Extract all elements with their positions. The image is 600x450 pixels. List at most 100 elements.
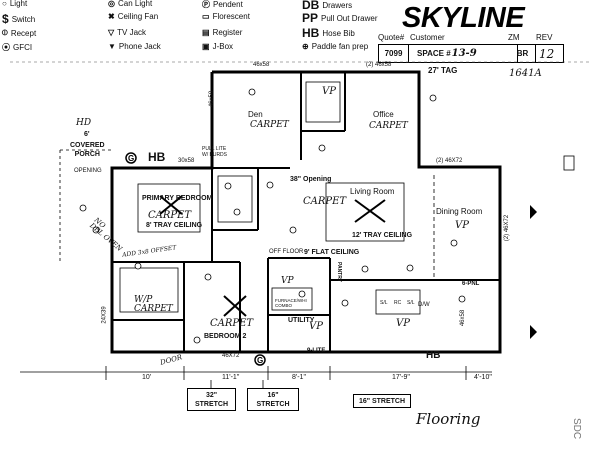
porch-hd: HD [76, 118, 92, 128]
note-tray8: 8' TRAY CEILING [146, 222, 203, 229]
hand-vp-kitchen: VP [396, 318, 410, 329]
legend-pendent: Ⓟ Pendent [202, 0, 243, 9]
legend-drawers: DB Drawers [302, 0, 353, 12]
legend-gfci: ⦿ GFCI [2, 43, 33, 52]
br-field: BR [510, 45, 536, 62]
legend-can-light: ◎ Can Light [108, 0, 153, 8]
legend-recept: ⦶ Recept [2, 28, 37, 38]
hand-vp-utility: VP [309, 321, 323, 332]
hand-vp-bath: VP [281, 276, 294, 286]
note-off-floor: OFF FLOOR [269, 249, 304, 255]
window-label-3: (2) 46x58 [366, 62, 392, 68]
dim-5: 4'-10" [474, 374, 492, 381]
drawers-icon: DB [302, 0, 320, 12]
j-box-icon: ▣ [202, 42, 210, 51]
interior-walls [112, 72, 500, 352]
dim-2: 11'-1" [222, 374, 240, 381]
pendent-icon: Ⓟ [202, 0, 210, 9]
room-bedroom2: BEDROOM 2 [204, 333, 247, 340]
dim-3: 8'-1" [292, 374, 306, 381]
ceiling-fan-icon [159, 195, 386, 317]
phone-jack-icon: ▼ [108, 42, 116, 51]
pull-out-drawer-icon: PP [302, 11, 319, 25]
window-label-9: 24X39 [101, 306, 108, 324]
arrow-icon [530, 205, 537, 339]
note-9lite: 9-LITE [307, 348, 326, 354]
legend-phone-jack: ▼ Phone Jack [108, 42, 161, 51]
header-labels: Quote# Customer ZM REV [378, 33, 553, 42]
note-flat: 9' FLAT CEILING [304, 249, 360, 256]
skylight-1: S/L [380, 300, 388, 306]
window-label-2: 46x58 [209, 90, 216, 108]
hand-wip-carpet: W/P CARPET [134, 295, 173, 314]
tv-jack-icon: ▽ [108, 28, 115, 37]
legend-ceiling-fan: ✖ Ceiling Fan [108, 12, 159, 21]
space-field: SPACE # 13-9 [409, 45, 518, 62]
ceiling-fan-icon: ✖ [108, 12, 115, 21]
note-tray12: 12' TRAY CEILING [352, 232, 413, 239]
rev-handwritten: 12 [539, 46, 555, 61]
legend-tv-jack: ▽ TV Jack [108, 28, 147, 37]
skylight-rc: RC [394, 300, 402, 306]
note-6pnl: 6-PNL [462, 281, 480, 287]
note-opening: OPENING [74, 168, 102, 174]
light-icon: ○ [2, 0, 7, 8]
hose-bib-icon: HB [302, 26, 320, 40]
room-office: Office [373, 110, 394, 119]
stretch-box-3: 16" STRETCH [353, 394, 411, 408]
hand-carpet-primary: CARPET [148, 210, 192, 221]
legend-register: ▤ Register [202, 28, 243, 37]
hand-carpet-den: CARPET [250, 120, 289, 130]
room-living: Living Room [350, 187, 395, 196]
skyline-logo: SKYLINE [402, 2, 525, 34]
edge-code: SDC [571, 418, 582, 440]
room-dining: Dining Room [436, 207, 483, 216]
hand-carpet-living: CARPET [303, 196, 347, 207]
detail-lines [20, 81, 492, 392]
note-dw: D/W [418, 302, 430, 308]
hose-bib-1: HB [148, 150, 166, 164]
stretch-box-2: 16" STRETCH [247, 388, 299, 411]
hose-bib-2: HB [426, 350, 441, 361]
tag-label: 27' TAG [428, 66, 458, 75]
quote-number: 7099 [379, 45, 409, 62]
gfci-icon: G G [125, 152, 266, 366]
window-label-7: 46x58 [460, 309, 467, 327]
header-field-row: 7099 SPACE # 13-9 BR 12 [378, 44, 564, 63]
window-label-6: 46X72 [222, 353, 240, 359]
hand-vp-den: VP [322, 86, 336, 97]
florescent-icon: ▭ [202, 12, 210, 21]
legend-hose-bib: HB Hose Bib [302, 26, 355, 40]
marker-box [563, 155, 575, 171]
window-label-1: 46x58 [253, 62, 270, 68]
svg-text:G: G [257, 356, 263, 365]
room-porch: COVERED PORCH [70, 142, 105, 158]
hand-carpet-bed2: CARPET [210, 318, 254, 329]
window-label-8: (2) 46X72 [504, 214, 511, 242]
note-opening38: 38" Opening [290, 176, 332, 183]
exterior-walls [110, 70, 502, 354]
skylight-2: S/L [407, 300, 415, 306]
legend-pull-out-drawer: PP Pull Out Drawer [302, 11, 378, 25]
stretch-box-1: 32" STRETCH [187, 388, 236, 411]
note-furnace: FURNACE/WHI COMBO [275, 298, 307, 308]
model-handwritten: 1641A [509, 68, 542, 79]
recept-icon: ⦶ [2, 28, 8, 37]
hand-vp-dining: VP [455, 220, 469, 231]
space-handwritten: 13-9 [451, 48, 477, 59]
register-icon: ▤ [202, 28, 210, 37]
porch-size: 6' [84, 131, 90, 138]
room-den: Den [248, 110, 263, 119]
gfci-icon: ⦿ [2, 43, 10, 52]
legend-florescent: ▭ Florescent [202, 12, 250, 21]
window-label-5: 30x58 [178, 158, 195, 164]
hand-carpet-office: CARPET [369, 121, 408, 131]
window-label-4: (2) 46X72 [436, 158, 463, 164]
legend-j-box: ▣ J-Box [202, 42, 234, 51]
legend-light: ○ Light [2, 0, 28, 8]
switch-icon: $ [2, 12, 9, 26]
note-pantry: PANTRY [336, 262, 342, 282]
dim-4: 17'-9" [392, 374, 410, 381]
svg-text:G: G [128, 154, 134, 163]
